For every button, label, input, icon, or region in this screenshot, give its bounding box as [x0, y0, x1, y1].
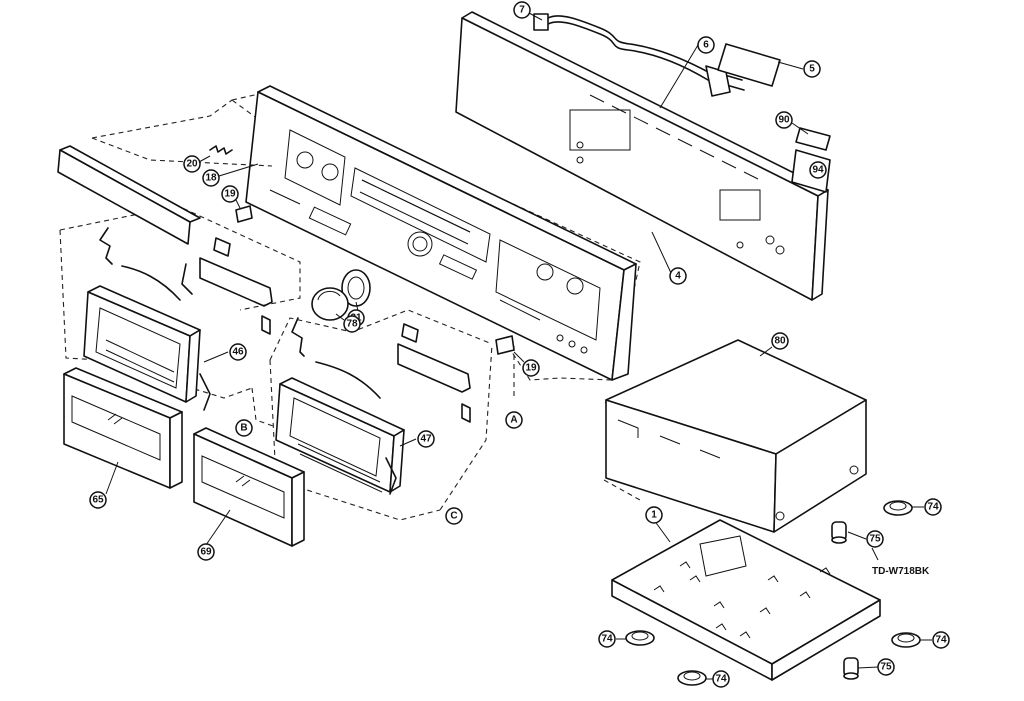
knob-78: [311, 287, 349, 321]
callout-46: 46: [229, 343, 247, 361]
svg-text:18: 18: [205, 173, 217, 184]
callout-C: C: [445, 507, 463, 525]
callout-75-bottom: 75: [877, 658, 895, 676]
callout-69: 69: [197, 543, 215, 561]
foot-74-right-top: [883, 500, 913, 516]
svg-text:94: 94: [812, 165, 824, 176]
bottom-chassis-1: [611, 519, 881, 681]
power-cord: [533, 13, 745, 97]
callout-7: 7: [513, 1, 531, 19]
svg-text:74: 74: [715, 674, 727, 685]
svg-text:A: A: [510, 415, 517, 426]
svg-text:7: 7: [519, 5, 525, 16]
svg-text:80: 80: [774, 336, 786, 347]
knob-21: [341, 269, 371, 307]
callout-90: 90: [775, 111, 793, 129]
pad-19-lower: [495, 335, 515, 355]
callout-5: 5: [803, 60, 821, 78]
svg-text:47: 47: [420, 434, 432, 445]
foot-75-top: [831, 521, 847, 544]
svg-text:4: 4: [675, 271, 681, 282]
callout-4: 4: [669, 267, 687, 285]
svg-text:C: C: [450, 511, 457, 522]
top-cover-80: [605, 339, 867, 533]
callout-6: 6: [697, 36, 715, 54]
callout-94: 94: [809, 161, 827, 179]
label-sheet-5: [717, 43, 781, 87]
callout-B: B: [235, 419, 253, 437]
svg-text:65: 65: [92, 495, 104, 506]
foot-74-center-bottom: [677, 670, 707, 686]
leader-lines: [105, 12, 932, 680]
callout-A: A: [505, 411, 523, 429]
callout-74-center-bottom: 74: [712, 670, 730, 688]
foot-74-left-bottom: [625, 630, 655, 646]
svg-text:69: 69: [200, 547, 212, 558]
svg-text:1: 1: [651, 510, 657, 521]
callout-74-right-top: 74: [924, 498, 942, 516]
callout-19-upper: 19: [221, 185, 239, 203]
deck-bracket-left: [199, 237, 273, 335]
callout-65: 65: [89, 491, 107, 509]
front-chassis: [230, 85, 641, 381]
svg-text:74: 74: [601, 634, 613, 645]
cassette-door-69: [193, 427, 305, 547]
callout-80: 80: [771, 332, 789, 350]
svg-text:19: 19: [224, 189, 236, 200]
callout-74-right-bottom: 74: [932, 631, 950, 649]
svg-text:5: 5: [809, 64, 815, 75]
cassette-door-65: [63, 367, 183, 489]
svg-text:B: B: [240, 423, 247, 434]
label-sheet-90: [795, 127, 831, 151]
deck-bracket-right: [397, 323, 471, 423]
callout-19-lower: 19: [522, 359, 540, 377]
callout-75-top: 75: [866, 530, 884, 548]
svg-text:75: 75: [880, 662, 892, 673]
svg-text:6: 6: [703, 40, 709, 51]
callout-78: 78: [343, 315, 361, 333]
callout-20: 20: [183, 155, 201, 173]
svg-text:75: 75: [869, 534, 881, 545]
callout-47: 47: [417, 430, 435, 448]
svg-text:46: 46: [232, 347, 244, 358]
cassette-mechanism-46: [83, 227, 211, 411]
svg-text:78: 78: [346, 319, 358, 330]
foot-75-bottom: [843, 657, 859, 680]
callout-1: 1: [645, 506, 663, 524]
model-note: TD-W718BK: [872, 566, 930, 577]
spring-20: [209, 145, 233, 155]
svg-text:74: 74: [927, 502, 939, 513]
svg-text:74: 74: [935, 635, 947, 646]
callout-18: 18: [202, 169, 220, 187]
pad-19-upper: [235, 205, 253, 223]
svg-text:90: 90: [778, 115, 790, 126]
callout-74-left-bottom: 74: [598, 630, 616, 648]
foot-74-right-bottom: [891, 632, 921, 648]
svg-text:20: 20: [186, 159, 198, 170]
svg-text:19: 19: [525, 363, 537, 374]
